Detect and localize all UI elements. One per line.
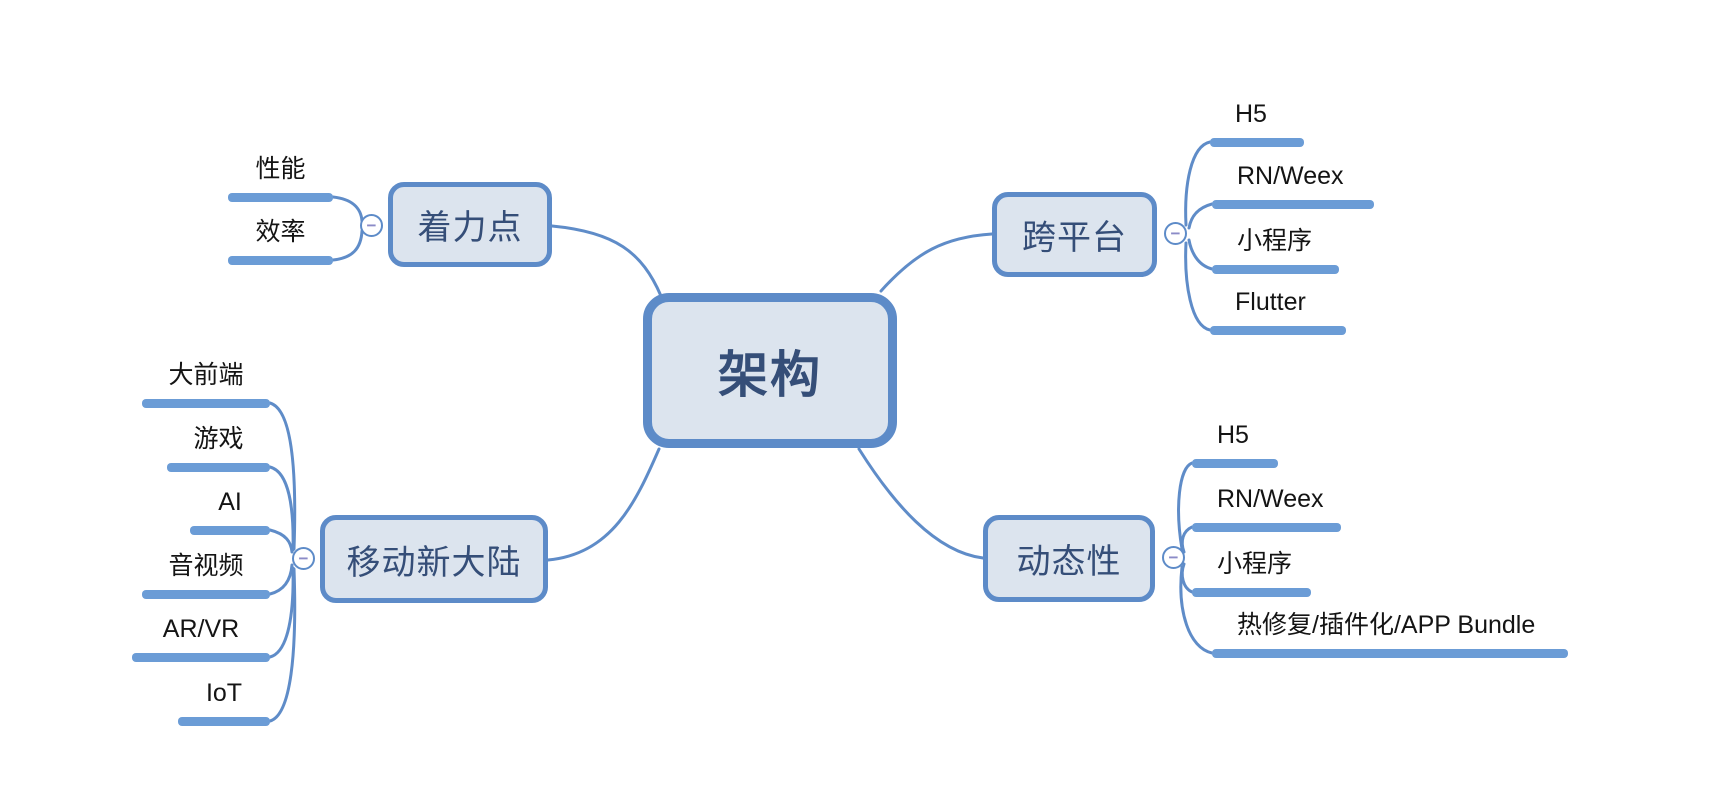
- child-label[interactable]: H5: [1235, 100, 1267, 128]
- bracket-crossplatform-child: [1187, 238, 1214, 271]
- child-underline: [142, 590, 270, 599]
- minus-collapse-icon[interactable]: −: [360, 214, 383, 237]
- branch-node-focus[interactable]: 着力点: [388, 182, 552, 267]
- branch-node-label: 着力点: [417, 209, 523, 247]
- root-node-label: 架构: [718, 346, 822, 403]
- child-underline: [1192, 588, 1311, 597]
- child-underline: [1192, 459, 1278, 468]
- branch-node-label: 跨平台: [1022, 219, 1127, 257]
- branch-node-label: 动态性: [1016, 543, 1122, 581]
- child-underline: [142, 399, 270, 408]
- child-label[interactable]: RN/Weex: [1217, 485, 1324, 513]
- edge-root-to-mobile: [546, 447, 661, 562]
- bracket-dynamic-child: [1179, 565, 1214, 655]
- child-label[interactable]: 游戏: [193, 425, 244, 453]
- child-underline: [190, 526, 270, 535]
- bracket-mobile-child: [268, 465, 295, 552]
- bracket-dynamic-child: [1180, 525, 1194, 554]
- bracket-dynamic-child: [1177, 461, 1194, 551]
- child-underline: [228, 193, 333, 202]
- edge-root-to-dynamic: [857, 447, 985, 560]
- child-underline: [1210, 138, 1304, 147]
- child-underline: [167, 463, 270, 472]
- edge-root-to-crossplatform: [879, 232, 994, 293]
- bracket-mobile-child: [268, 566, 295, 659]
- bracket-mobile-child: [268, 401, 297, 551]
- child-underline: [1212, 200, 1374, 209]
- branch-node-crossplatform[interactable]: 跨平台: [992, 192, 1157, 277]
- bracket-mobile-child: [268, 563, 294, 596]
- child-underline: [132, 653, 270, 662]
- minus-collapse-icon[interactable]: −: [292, 547, 315, 570]
- child-underline: [1212, 265, 1339, 274]
- bracket-mobile-child: [268, 567, 297, 723]
- bracket-crossplatform-child: [1184, 241, 1212, 332]
- child-underline: [228, 256, 333, 265]
- child-underline: [1210, 326, 1346, 335]
- minus-collapse-icon[interactable]: −: [1162, 546, 1185, 569]
- child-label[interactable]: Flutter: [1235, 288, 1306, 316]
- child-label[interactable]: H5: [1217, 421, 1249, 449]
- child-label[interactable]: AR/VR: [162, 615, 240, 643]
- child-underline: [178, 717, 270, 726]
- child-label[interactable]: 热修复/插件化/APP Bundle: [1237, 611, 1536, 639]
- child-label[interactable]: 小程序: [1237, 227, 1313, 255]
- bracket-crossplatform-child: [1184, 140, 1212, 227]
- child-underline: [1192, 523, 1341, 532]
- edge-root-to-focus: [550, 224, 663, 298]
- child-label[interactable]: 效率: [255, 218, 306, 246]
- branch-node-label: 移动新大陆: [346, 543, 522, 582]
- bracket-mobile-child: [268, 528, 294, 554]
- minus-collapse-icon[interactable]: −: [1164, 222, 1187, 245]
- child-underline: [1212, 649, 1568, 658]
- child-label[interactable]: 音视频: [168, 552, 244, 580]
- branch-node-dynamic[interactable]: 动态性: [983, 515, 1155, 602]
- bracket-focus-child: [331, 195, 364, 223]
- child-label[interactable]: 性能: [255, 155, 306, 183]
- bracket-dynamic-child: [1180, 562, 1194, 594]
- child-label[interactable]: RN/Weex: [1237, 162, 1344, 190]
- child-label[interactable]: AI: [218, 488, 242, 516]
- child-label[interactable]: 小程序: [1217, 550, 1293, 578]
- bracket-crossplatform-child: [1187, 202, 1214, 230]
- root-node[interactable]: 架构: [643, 293, 897, 448]
- child-label[interactable]: 大前端: [168, 361, 244, 389]
- bracket-focus-child: [331, 229, 364, 262]
- branch-node-mobile[interactable]: 移动新大陆: [320, 515, 548, 603]
- child-label[interactable]: IoT: [205, 679, 243, 707]
